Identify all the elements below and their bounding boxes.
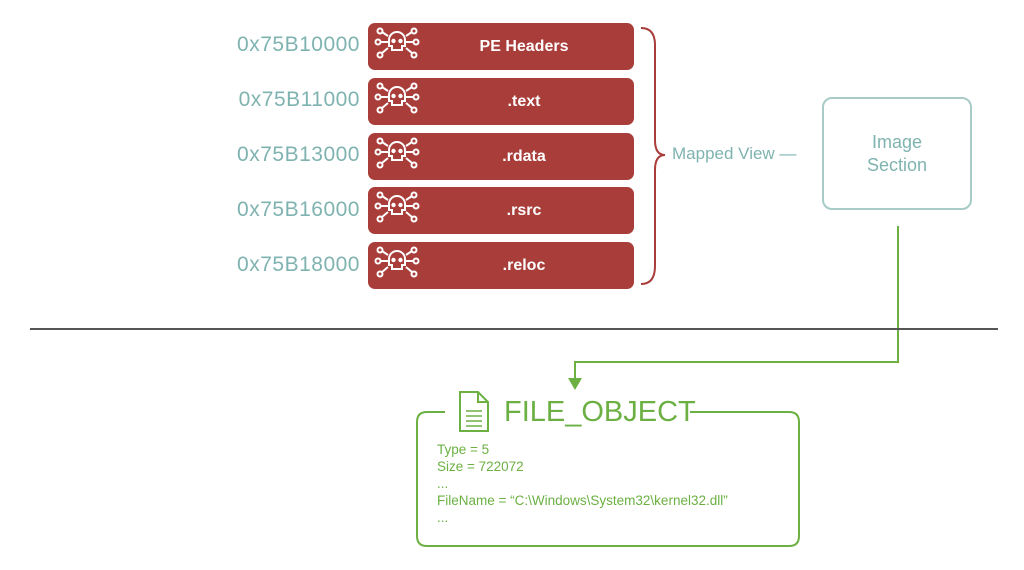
mapped-view-brace	[640, 27, 666, 285]
image-section-line2: Section	[866, 155, 928, 175]
mapped-view-label: Mapped View —	[672, 144, 797, 163]
image-section-line1: Image	[871, 132, 923, 152]
section-block: .rdata	[368, 133, 634, 180]
section-address: 0x75B10000	[237, 33, 360, 56]
file-object-field: ...	[437, 510, 449, 525]
connector-arrowhead	[568, 378, 582, 390]
section-block: .reloc	[368, 242, 634, 289]
section-name: .text	[507, 93, 541, 110]
file-object-field: Size = 722072	[437, 459, 524, 474]
image-to-file-connector	[574, 226, 899, 380]
document-icon	[459, 391, 489, 432]
file-object-field: FileName = “C:\Windows\System32\kernel32…	[437, 493, 728, 508]
section-address: 0x75B16000	[237, 198, 360, 221]
section-block: .text	[368, 78, 634, 125]
file-object-frame	[416, 411, 800, 547]
skull-circuit-icon	[374, 246, 420, 278]
image-section-box: Image Section	[822, 97, 972, 210]
section-name: .reloc	[502, 257, 546, 274]
skull-circuit-icon	[374, 191, 420, 223]
section-address: 0x75B11000	[238, 88, 360, 111]
section-block: PE Headers	[368, 23, 634, 70]
section-name: PE Headers	[479, 38, 569, 55]
section-name: .rsrc	[506, 202, 542, 219]
section-address: 0x75B18000	[237, 253, 360, 276]
section-name: .rdata	[502, 148, 546, 165]
skull-circuit-icon	[374, 137, 420, 169]
file-object-title: FILE_OBJECT	[504, 396, 696, 428]
section-block: .rsrc	[368, 187, 634, 234]
file-object-fields: Type = 5 Size = 722072 ... FileName = “C…	[437, 441, 728, 526]
file-object-field: ...	[437, 476, 449, 491]
divider-line	[30, 328, 998, 330]
file-object-field: Type = 5	[437, 442, 490, 457]
skull-circuit-icon	[374, 82, 420, 114]
skull-circuit-icon	[374, 27, 420, 59]
section-address: 0x75B13000	[237, 143, 360, 166]
